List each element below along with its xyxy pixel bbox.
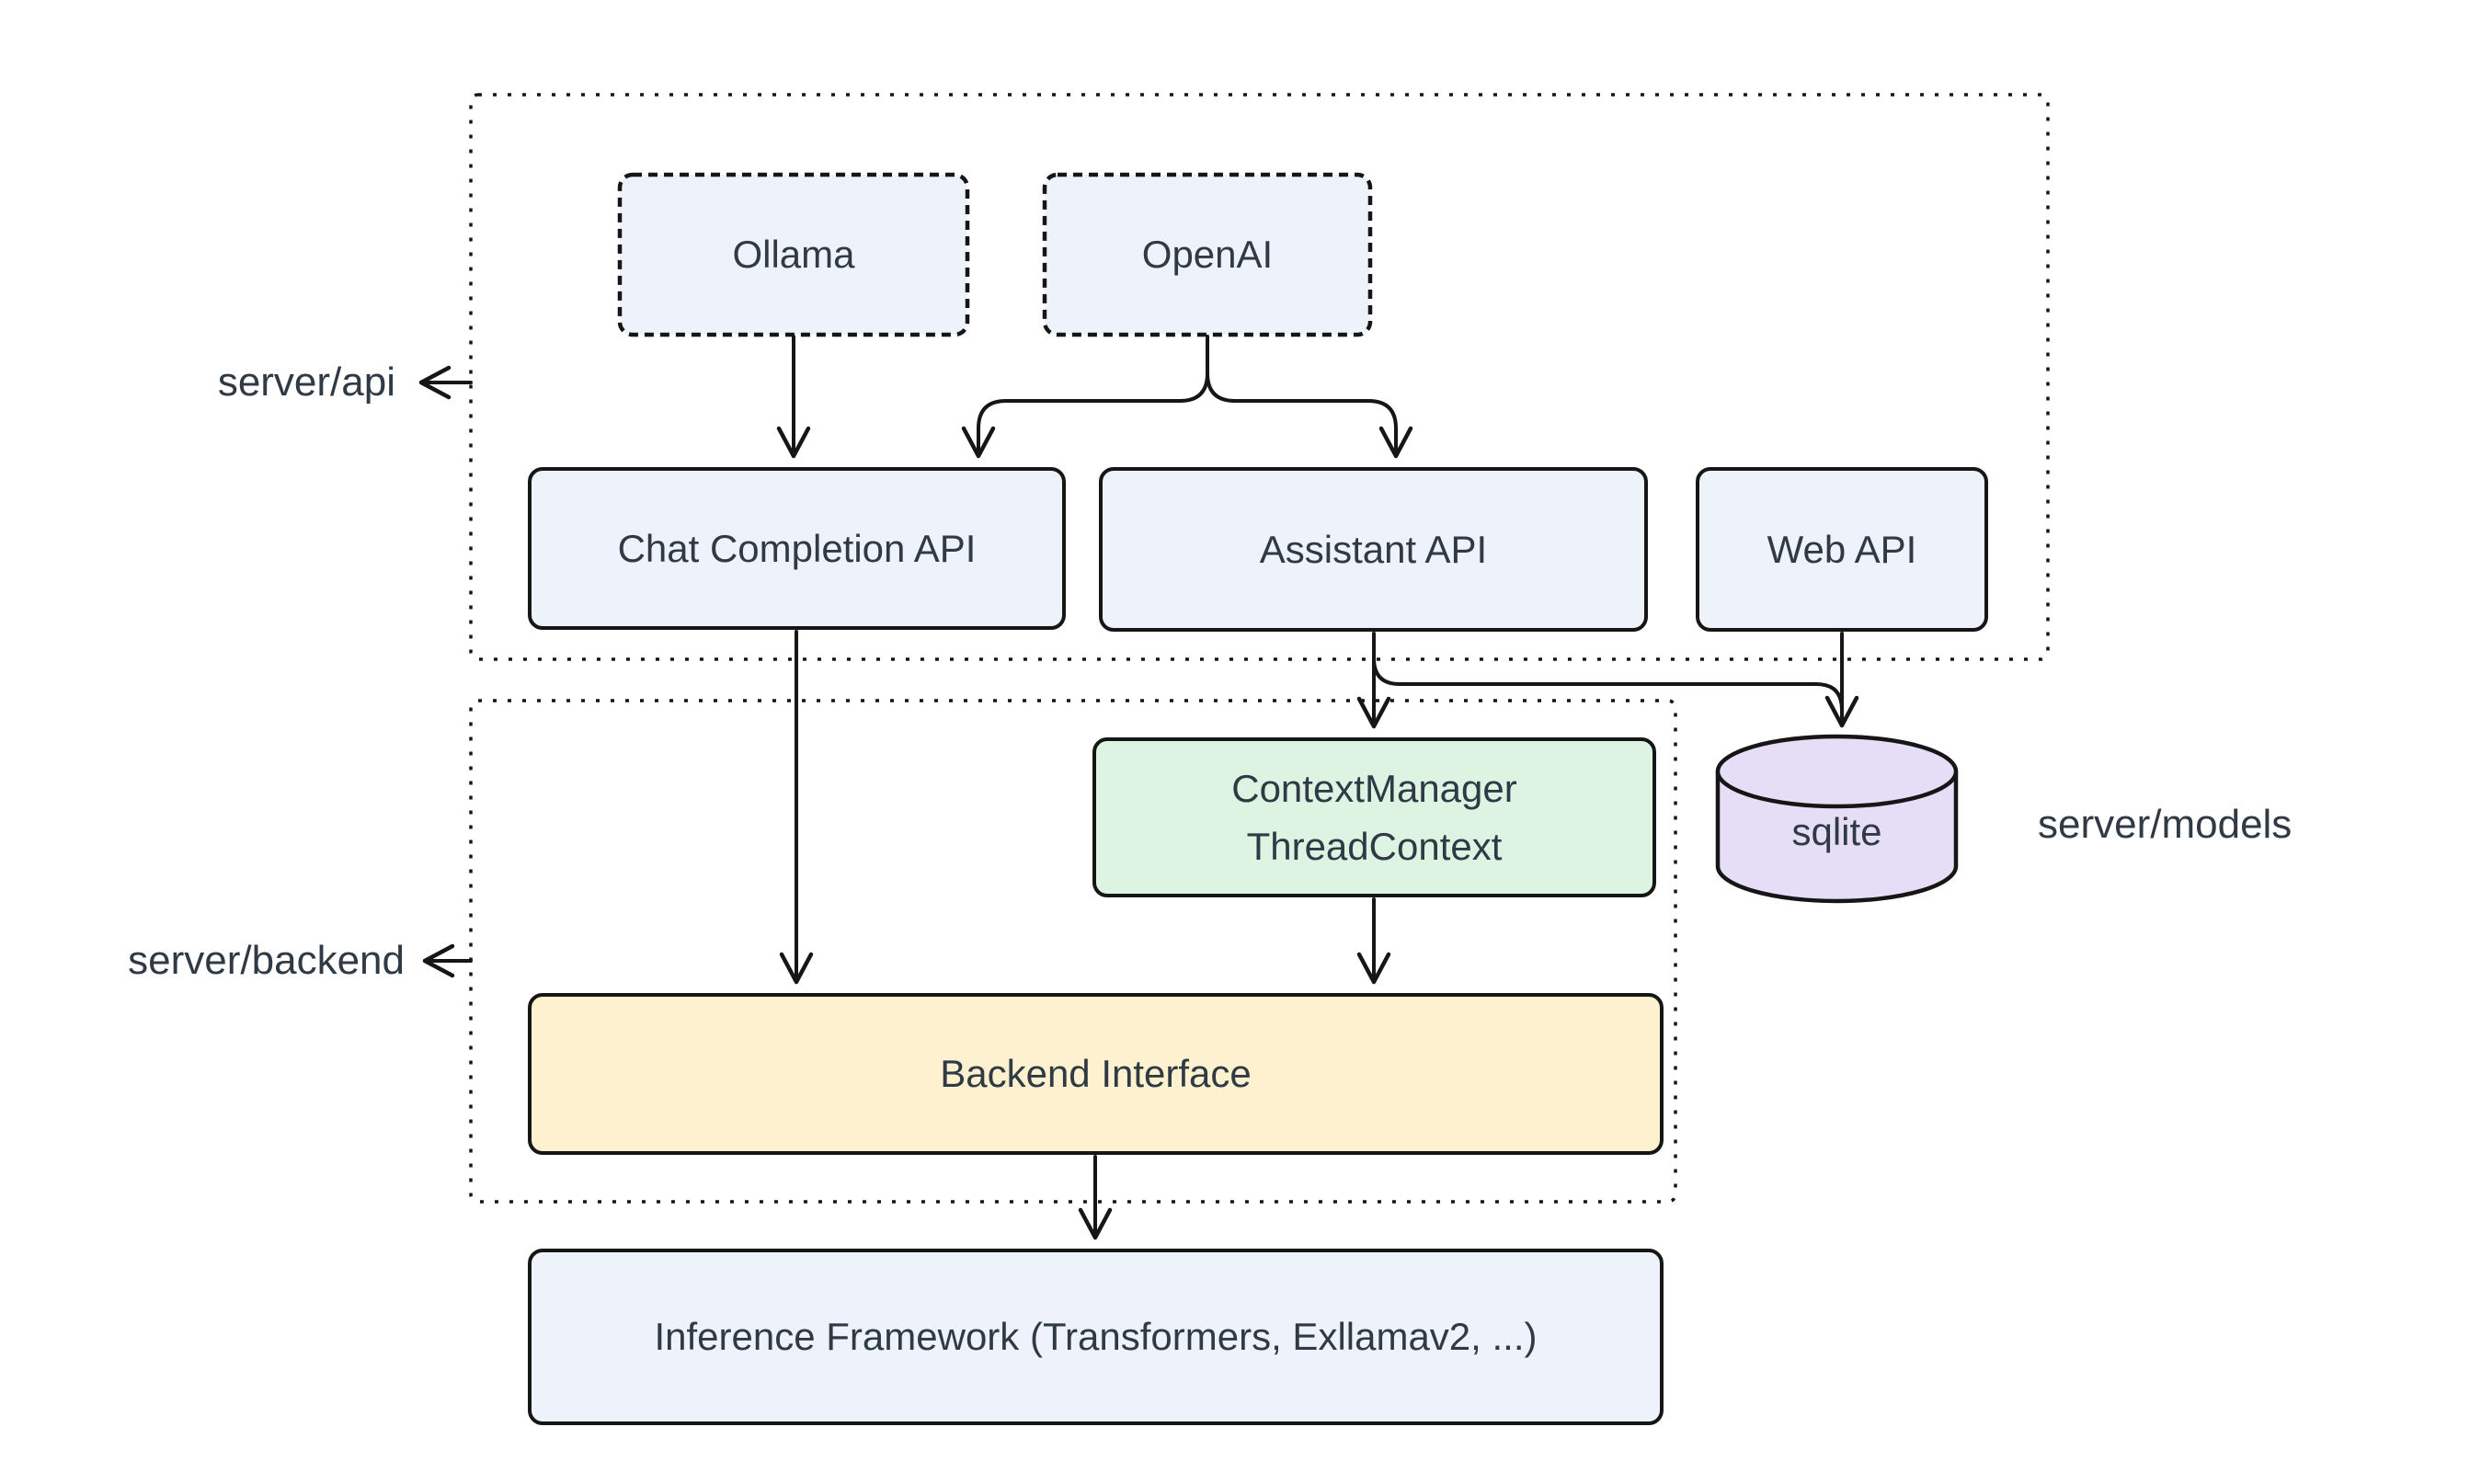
node-sqlite-label: sqlite bbox=[1791, 810, 1882, 853]
node-ollama: Ollama bbox=[620, 175, 967, 335]
node-context-manager: ContextManager ThreadContext bbox=[1092, 737, 1656, 897]
node-openai: OpenAI bbox=[1045, 175, 1370, 335]
node-ollama-label: Ollama bbox=[732, 233, 855, 276]
node-openai-label: OpenAI bbox=[1141, 233, 1274, 276]
server-api-label: server/api bbox=[217, 360, 395, 405]
sqlite-cylinder-top bbox=[1715, 734, 1959, 809]
server-backend-label: server/backend bbox=[128, 938, 405, 983]
arrow-openai-to-assistant bbox=[1206, 335, 1413, 459]
node-assistant-api: Assistant API bbox=[1099, 467, 1648, 632]
node-assistant-api-label: Assistant API bbox=[1259, 527, 1488, 571]
node-context-manager-line1: ContextManager bbox=[1231, 767, 1517, 810]
node-web-api: Web API bbox=[1696, 467, 1988, 632]
server-backend-container bbox=[469, 699, 1677, 1204]
server-api-container bbox=[469, 93, 2050, 661]
node-inference-framework-label: Inference Framework (Transformers, Exlla… bbox=[654, 1315, 1538, 1358]
node-sqlite: sqlite bbox=[1718, 782, 1956, 883]
server-models-label: server/models bbox=[2038, 802, 2293, 847]
node-backend-interface: Backend Interface bbox=[528, 993, 1664, 1155]
node-context-manager-line2: ThreadContext bbox=[1246, 825, 1503, 868]
node-web-api-label: Web API bbox=[1767, 527, 1917, 571]
node-chat-completion-api: Chat Completion API bbox=[528, 467, 1066, 630]
arrow-assistant-to-sqlite-branch bbox=[1372, 656, 1844, 712]
arrow-openai-to-chat-completion bbox=[961, 335, 1209, 459]
node-chat-completion-api-label: Chat Completion API bbox=[617, 526, 977, 570]
node-inference-framework: Inference Framework (Transformers, Exlla… bbox=[528, 1249, 1664, 1425]
openai-node-shape bbox=[1042, 172, 1373, 337]
node-backend-interface-label: Backend Interface bbox=[940, 1052, 1252, 1095]
